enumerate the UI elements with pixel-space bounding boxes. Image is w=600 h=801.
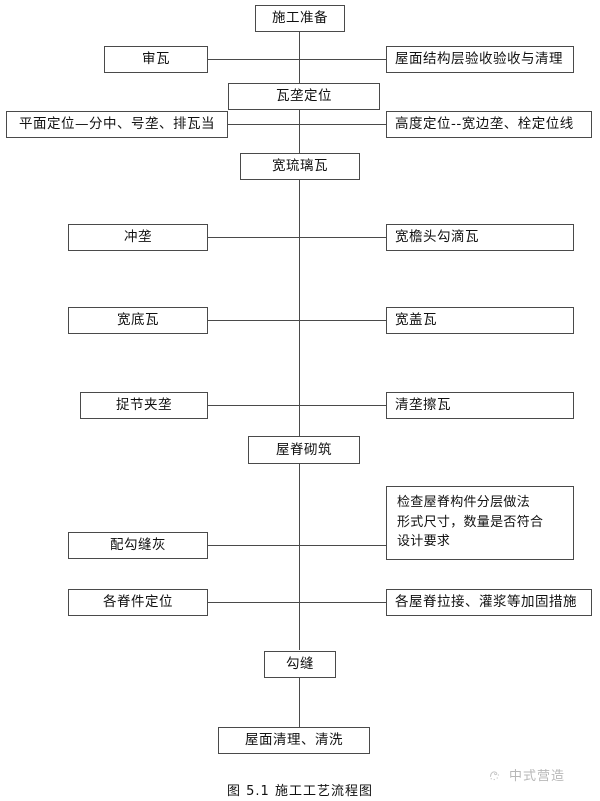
node-construction-preparation[interactable]: 施工准备 [255,5,345,32]
node-ridge-reinforcement[interactable]: 各屋脊拉接、灌浆等加固措施 [386,589,592,616]
node-mortar-mixing[interactable]: 配勾缝灰 [68,532,208,559]
connector-horizontal-row11 [208,602,386,604]
inspection-line-3: 设计要求 [397,534,451,549]
watermark-text: 中式营造 [509,769,566,784]
node-wide-glazed-tile[interactable]: 宽琉璃瓦 [240,153,360,180]
seal-logo-icon [490,770,500,780]
node-height-positioning[interactable]: 高度定位--宽边垄、栓定位线 [386,111,592,138]
node-joint-clamping[interactable]: 捉节夹垄 [80,392,208,419]
node-ridge-masonry[interactable]: 屋脊砌筑 [248,436,360,464]
node-tile-inspection[interactable]: 审瓦 [104,46,208,73]
connector-vertical-5 [299,464,301,650]
node-plane-positioning[interactable]: 平面定位—分中、号垄、排瓦当 [6,111,228,138]
connector-horizontal-row8 [208,405,386,407]
connector-horizontal-row6 [208,237,386,239]
node-clean-ridge-wipe-tile[interactable]: 清垄擦瓦 [386,392,574,419]
connector-horizontal-row2 [208,59,386,61]
node-bottom-tile[interactable]: 宽底瓦 [68,307,208,334]
connector-vertical-2 [299,110,301,158]
inspection-line-2: 形式尺寸，数量是否符合 [397,514,544,530]
node-ridge-component-inspection[interactable]: 检查屋脊构件分层做法 形式尺寸，数量是否符合 设计要求 [386,486,574,560]
connector-horizontal-row4 [228,124,386,126]
node-roof-structure-acceptance[interactable]: 屋面结构层验收验收与清理 [386,46,574,73]
connector-vertical-6 [299,678,301,728]
watermark: 中式营造 [486,765,565,784]
inspection-line-1: 检查屋脊构件分层做法 [397,495,531,510]
node-pointing[interactable]: 勾缝 [264,651,336,678]
node-flush-ridge[interactable]: 冲垄 [68,224,208,251]
connector-horizontal-row10 [208,545,386,547]
node-eave-drip-tile[interactable]: 宽檐头勾滴瓦 [386,224,574,251]
node-tile-ridge-positioning[interactable]: 瓦垄定位 [228,83,380,110]
node-ridge-parts-positioning[interactable]: 各脊件定位 [68,589,208,616]
node-cover-tile[interactable]: 宽盖瓦 [386,307,574,334]
node-roof-cleaning[interactable]: 屋面清理、清洗 [218,727,370,754]
connector-horizontal-row7 [208,320,386,322]
figure-caption: 图 5.1 施工工艺流程图 [227,784,373,799]
